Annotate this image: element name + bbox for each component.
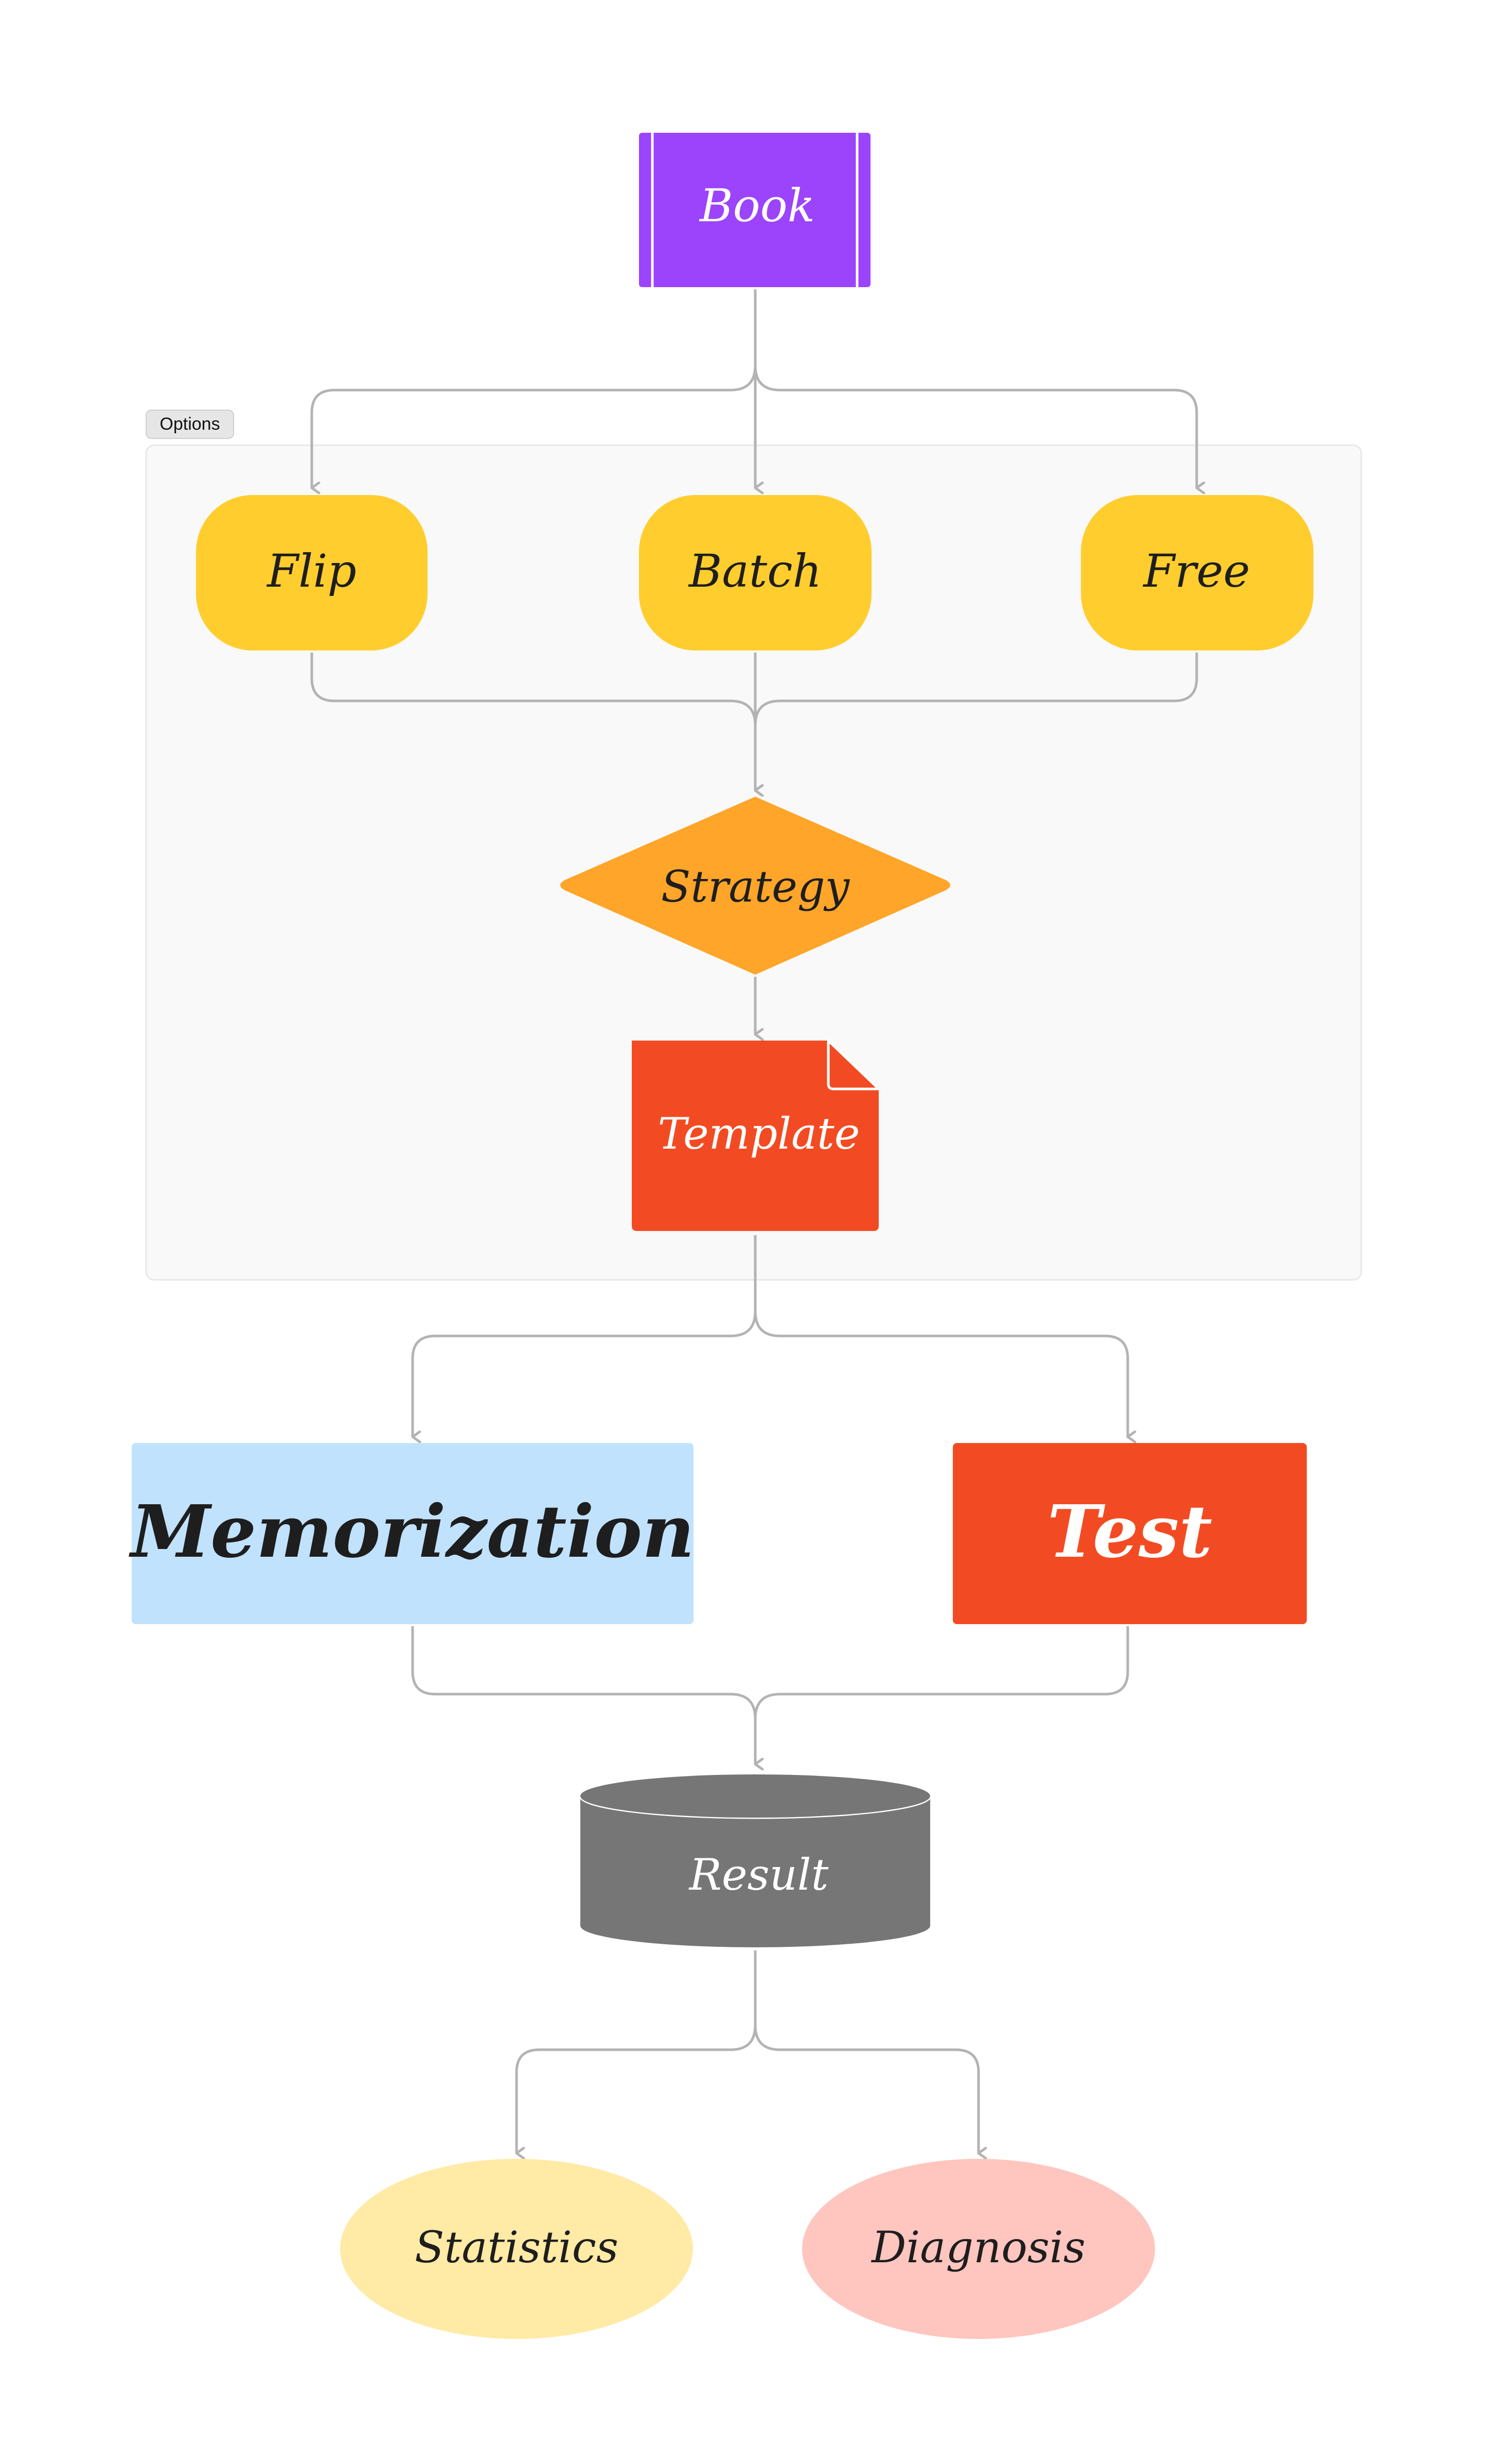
edge-memorization-result — [411, 1626, 755, 1764]
node-strategy[interactable]: Strategy — [560, 797, 950, 975]
node-test[interactable]: Test — [953, 1443, 1307, 1624]
edge-book-flip — [310, 289, 757, 488]
node-free[interactable]: Free — [1081, 495, 1313, 650]
node-test-label: Test — [1047, 1490, 1213, 1574]
node-result[interactable]: Result — [579, 1774, 932, 1947]
node-strategy-label: Strategy — [661, 861, 850, 912]
edge-book-free — [754, 289, 1197, 488]
edge-result-diagnosis — [754, 1950, 979, 2153]
connectors — [310, 289, 1198, 2153]
edge-template-memorization — [411, 1235, 757, 1437]
options-group-tag[interactable]: Options — [146, 410, 234, 439]
node-memorization[interactable]: Memorization — [129, 1443, 695, 1624]
options-group-label: Options — [159, 414, 220, 434]
node-template-label: Template — [658, 1108, 860, 1159]
node-template[interactable]: Template — [632, 1039, 880, 1231]
node-batch-label: Batch — [688, 544, 822, 597]
node-statistics[interactable]: Statistics — [340, 2159, 693, 2339]
edge-result-statistics — [515, 1950, 757, 2153]
node-diagnosis[interactable]: Diagnosis — [802, 2159, 1155, 2339]
node-flip-label: Flip — [266, 544, 357, 597]
node-diagnosis-label: Diagnosis — [871, 2222, 1086, 2273]
edge-free-strategy — [754, 653, 1198, 790]
node-book-label: Book — [699, 179, 815, 232]
node-book[interactable]: Book — [639, 133, 871, 287]
edge-template-test — [754, 1235, 1128, 1437]
node-flip[interactable]: Flip — [196, 495, 428, 650]
node-batch[interactable]: Batch — [639, 495, 872, 650]
edge-flip-strategy — [310, 653, 755, 790]
node-memorization-label: Memorization — [129, 1490, 695, 1574]
edge-test-result — [754, 1626, 1129, 1764]
node-result-label: Result — [688, 1850, 829, 1900]
node-statistics-label: Statistics — [415, 2222, 618, 2273]
node-free-label: Free — [1142, 544, 1250, 597]
